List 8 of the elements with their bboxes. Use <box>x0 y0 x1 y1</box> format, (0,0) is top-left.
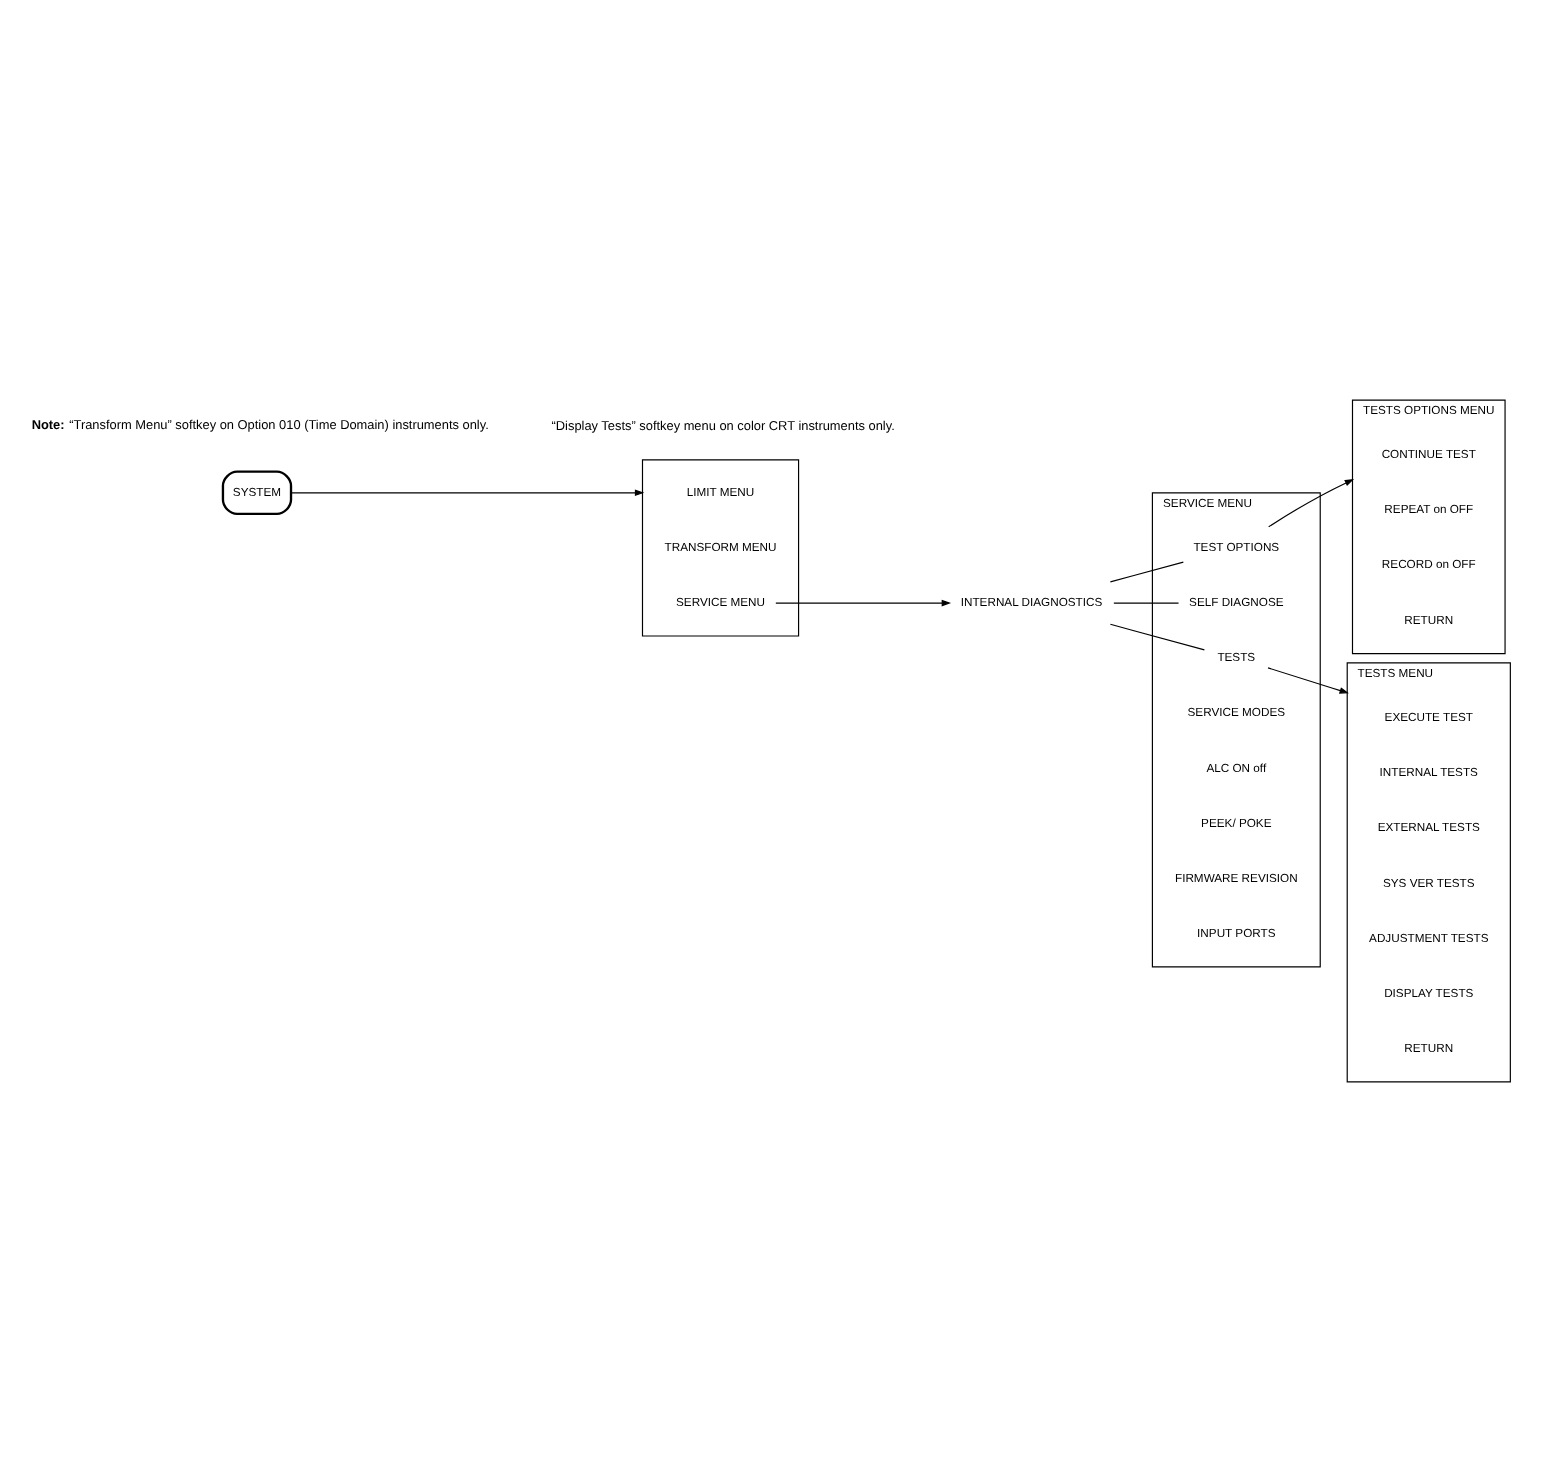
connector <box>1109 623 1205 651</box>
arrow <box>775 599 952 607</box>
arrow <box>1268 479 1355 528</box>
arrow <box>290 489 645 497</box>
connector <box>1109 561 1184 583</box>
connector <box>1113 602 1180 604</box>
cluster <box>641 459 800 637</box>
arrow <box>1267 667 1349 694</box>
